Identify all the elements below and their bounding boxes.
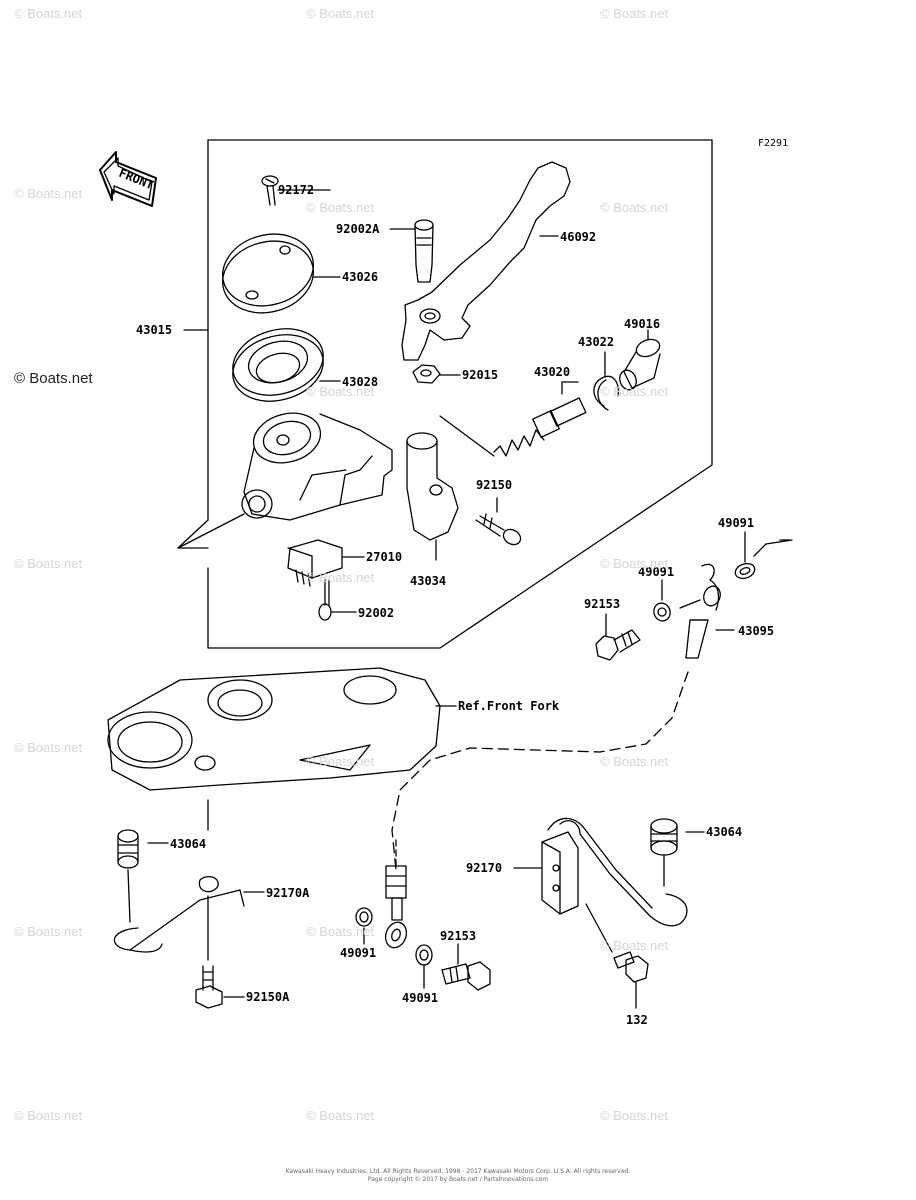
label-43028: 43028 (342, 375, 378, 389)
label-43095: 43095 (738, 624, 774, 638)
label-ref-front-fork: Ref.Front Fork (458, 699, 560, 713)
label-43034: 43034 (410, 574, 446, 588)
label-92170: 92170 (466, 861, 502, 875)
nut-92015 (412, 364, 461, 384)
watermark: © Boats.net (600, 1108, 669, 1123)
label-49016: 49016 (624, 317, 660, 331)
label-49091-lower-left: 49091 (340, 946, 376, 960)
clamp-43034 (406, 432, 459, 561)
label-43026: 43026 (342, 270, 378, 284)
assembly-frame (207, 139, 713, 649)
bolt-92150 (475, 497, 522, 546)
label-92170A: 92170A (266, 886, 310, 900)
watermark: © Boats.net (600, 754, 669, 769)
label-27010: 27010 (366, 550, 402, 564)
pivot-bolt-92002A (389, 219, 434, 283)
label-49091-upper-mid: 49091 (638, 565, 674, 579)
bracket-92170 (513, 817, 688, 953)
label-46092: 46092 (560, 230, 596, 244)
label-43015: 43015 (136, 323, 172, 337)
label-43064-left: 43064 (170, 837, 206, 851)
clamp-92170A (113, 875, 265, 961)
front-arrow-icon (99, 151, 157, 207)
diaphragm-43028 (232, 328, 341, 402)
watermark: © Boats.net (14, 6, 83, 21)
circlip-43022 (593, 351, 620, 411)
screw-92172 (261, 175, 331, 206)
watermark: © Boats.net (306, 924, 375, 939)
watermark: © Boats.net (600, 938, 669, 953)
watermark: © Boats.net (600, 6, 669, 21)
label-92153-lower: 92153 (440, 929, 476, 943)
grommet-43064-right (650, 818, 705, 887)
watermark: © Boats.net (600, 556, 669, 571)
watermark: © Boats.net (14, 924, 83, 939)
brake-switch-27010 (287, 539, 365, 587)
bolt-92150A (195, 965, 245, 1009)
screw-92002 (318, 579, 357, 621)
watermark: © Boats.net (306, 570, 375, 585)
watermark: © Boats.net (306, 754, 375, 769)
label-92015: 92015 (462, 368, 498, 382)
brake-lever-46092 (401, 161, 571, 361)
washer-49091-lower-mid (415, 944, 433, 989)
banjo-bolt-92153-lower (441, 943, 491, 991)
label-92172: 92172 (278, 183, 314, 197)
banjo-bolt-92153-upper (595, 613, 641, 661)
watermark: © Boats.net (14, 556, 83, 571)
label-49091-upper-right: 49091 (718, 516, 754, 530)
watermark: © Boats.net (600, 200, 669, 215)
watermark: © Boats.net (306, 1108, 375, 1123)
footer-page-copyright: Page copyright © 2017 by Boats.net / Par… (367, 1176, 549, 1183)
label-43020: 43020 (534, 365, 570, 379)
fork-top-clamp (107, 667, 457, 831)
label-43064-right: 43064 (706, 825, 742, 839)
watermark: © Boats.net (306, 6, 375, 21)
watermark-main: © Boats.net (14, 370, 93, 387)
figure-code: F2291 (758, 138, 789, 149)
label-43022: 43022 (578, 335, 614, 349)
piston-43020 (493, 381, 587, 457)
washer-49091-lower-left (355, 907, 373, 945)
watermark: © Boats.net (14, 740, 83, 755)
master-cylinder-body (177, 412, 393, 549)
label-92153-upper: 92153 (584, 597, 620, 611)
grommet-43064-left (117, 829, 169, 923)
label-92150: 92150 (476, 478, 512, 492)
bolt-132 (613, 951, 649, 1009)
label-49091-lower-mid: 49091 (402, 991, 438, 1005)
washer-49091-upper-mid (653, 579, 671, 622)
reservoir-cap-43026 (222, 233, 341, 314)
washer-49091-upper-right (734, 531, 756, 580)
label-92150A: 92150A (246, 990, 290, 1004)
label-132: 132 (626, 1013, 648, 1027)
watermark: © Boats.net (306, 384, 375, 399)
brake-hose-43095 (391, 539, 793, 871)
banjo-fitting-lower (384, 839, 408, 949)
boot-49016 (619, 329, 661, 391)
footer-copyright: Kawasaki Heavy Industries, Ltd. All Righ… (285, 1168, 631, 1175)
label-92002: 92002 (358, 606, 394, 620)
assembly-frame-notch (177, 519, 209, 549)
watermark: © Boats.net (600, 384, 669, 399)
watermark: © Boats.net (14, 1108, 83, 1123)
watermark: © Boats.net (14, 186, 83, 201)
label-92002A: 92002A (336, 222, 380, 236)
watermark: © Boats.net (306, 200, 375, 215)
